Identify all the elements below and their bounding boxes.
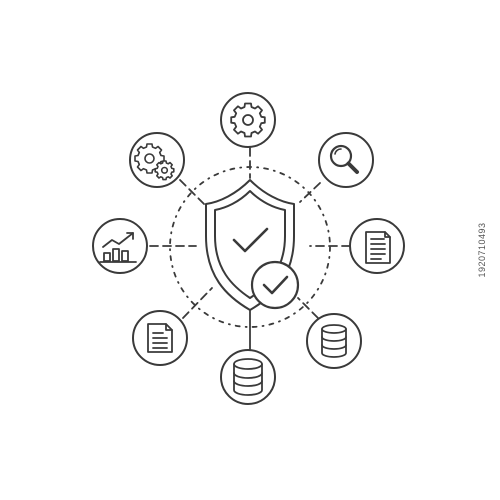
- file-icon: [147, 323, 173, 353]
- node-database-bottom: [220, 349, 276, 405]
- connector-top-right: [299, 182, 321, 203]
- node-database-right: [306, 313, 362, 369]
- node-analysis: [318, 132, 374, 188]
- node-file: [132, 310, 188, 366]
- node-report: [349, 218, 405, 274]
- stock-id-text: 1920710493: [477, 222, 487, 278]
- database-icon: [321, 324, 347, 358]
- bar-chart-arrow-icon: [99, 232, 137, 263]
- connector-top-left: [179, 179, 206, 206]
- connector-bottom-left: [182, 287, 213, 319]
- node-configuration: [129, 132, 185, 188]
- check-circle-icon: [250, 260, 300, 310]
- gear-icon: [230, 102, 266, 138]
- node-growth-chart: [92, 218, 148, 274]
- database-icon: [233, 358, 263, 396]
- connector-bottom-right: [297, 297, 319, 319]
- node-settings: [220, 92, 276, 148]
- gears-icon: [134, 143, 175, 181]
- connector-lines: [149, 147, 351, 351]
- magnifier-icon: [329, 144, 359, 174]
- document-icon: [365, 231, 391, 264]
